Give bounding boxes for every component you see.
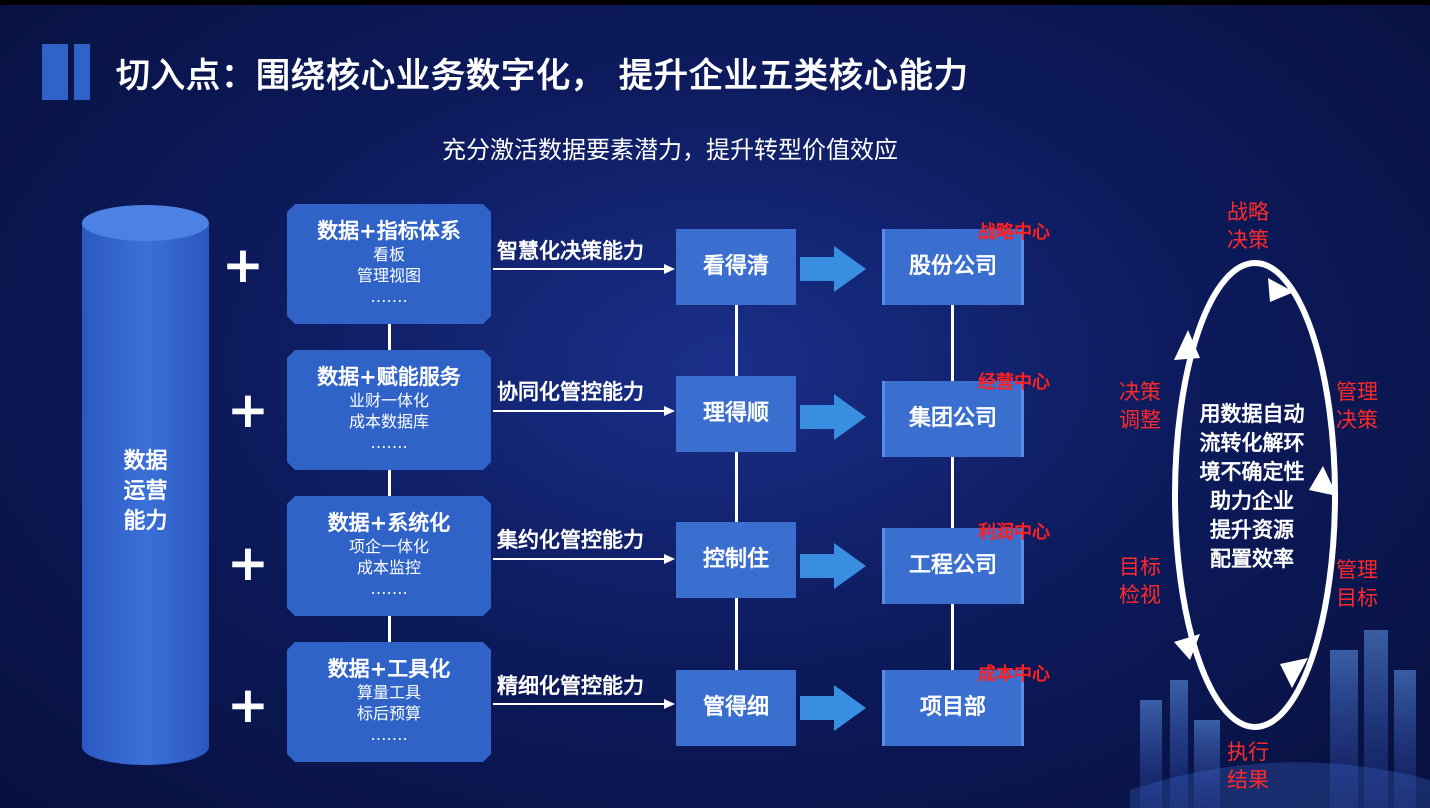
- cycle-label-line: 决策: [1227, 228, 1269, 252]
- center-tag: 利润中心: [978, 522, 1050, 543]
- center-tag: 经营中心: [978, 372, 1050, 393]
- cycle-label-execution-result: 执行 结果: [1218, 738, 1278, 794]
- cycle-label-decision-adjust: 决策 调整: [1110, 378, 1170, 434]
- cycle-center-line: 助力企业: [1210, 489, 1294, 513]
- card-line: …….: [370, 287, 408, 306]
- card-line: …….: [370, 579, 408, 598]
- data-card-indicator-system: 数据+指标体系 看板 管理视图 …….: [287, 204, 491, 324]
- cycle-label-line: 决策: [1119, 380, 1161, 404]
- capability-label: 集约化管控能力: [497, 528, 644, 552]
- cycle-center-line: 配置效率: [1210, 547, 1294, 571]
- plus-sign: +: [227, 534, 269, 592]
- company-box: 集团公司: [882, 381, 1024, 457]
- cycle-label-line: 目标: [1336, 586, 1378, 610]
- data-card-systemization: 数据+系统化 项企一体化 成本监控 …….: [287, 496, 491, 616]
- cycle-label-management-goal: 管理 目标: [1327, 556, 1387, 612]
- cylinder-label-line: 能力: [123, 509, 168, 534]
- company-connector: [951, 457, 954, 528]
- cycle-label-line: 决策: [1336, 408, 1378, 432]
- capability-label: 协同化管控能力: [497, 380, 644, 404]
- page-title: 切入点：围绕核心业务数字化， 提升企业五类核心能力: [116, 56, 969, 96]
- cylinder-label-line: 数据: [123, 449, 168, 474]
- card-line: 算量工具: [356, 683, 421, 702]
- data-operation-cylinder: [82, 205, 209, 765]
- cycle-label-strategy-decision: 战略 决策: [1218, 198, 1278, 254]
- title-accent-bars: [42, 44, 90, 100]
- card-line: 成本监控: [356, 558, 421, 577]
- capability-label: 智慧化决策能力: [497, 239, 644, 263]
- capability-label: 精细化管控能力: [497, 674, 644, 698]
- company-connector: [951, 305, 954, 381]
- company-connector: [951, 604, 954, 670]
- cycle-label-line: 结果: [1227, 768, 1269, 792]
- flow-arrow-line: [493, 703, 668, 705]
- flow-arrow-head: [664, 264, 675, 274]
- cycle-label-management-decision: 管理 决策: [1327, 378, 1387, 434]
- top-border: [0, 0, 1430, 5]
- cycle-center-text: 用数据自动 流转化解环 境不确定性 助力企业 提升资源 配置效率: [1182, 400, 1322, 574]
- cycle-label-line: 战略: [1227, 200, 1269, 224]
- outcome-box: 看得清: [676, 229, 796, 305]
- outcome-connector: [735, 305, 738, 376]
- cycle-label-line: 管理: [1336, 380, 1378, 404]
- cycle-label-line: 调整: [1119, 408, 1161, 432]
- flow-arrow-line: [493, 410, 668, 412]
- card-line: 项企一体化: [348, 537, 429, 556]
- card-connector: [388, 470, 391, 500]
- company-box: 股份公司: [882, 229, 1024, 305]
- page-subtitle: 充分激活数据要素潜力，提升转型价值效应: [442, 136, 898, 164]
- data-card-tooling: 数据+工具化 算量工具 标后预算 …….: [287, 642, 491, 762]
- company-box: 工程公司: [882, 528, 1024, 604]
- company-box: 项目部: [882, 670, 1024, 746]
- center-tag: 战略中心: [978, 222, 1050, 243]
- flow-arrow-line: [493, 268, 668, 270]
- flow-arrow-line: [493, 558, 668, 560]
- outcome-box: 控制住: [676, 522, 796, 598]
- card-line: 业财一体化: [348, 391, 429, 410]
- cycle-label-goal-review: 目标 检视: [1110, 553, 1170, 609]
- big-arrow-icon: [800, 246, 866, 292]
- big-arrow-icon: [800, 685, 866, 731]
- card-heading: 数据+工具化: [327, 657, 451, 681]
- card-heading: 数据+系统化: [327, 511, 451, 535]
- card-heading: 数据+指标体系: [317, 219, 461, 243]
- cylinder-label: 数据 运营 能力: [82, 447, 209, 537]
- card-line: …….: [370, 433, 408, 452]
- cycle-center-line: 境不确定性: [1199, 460, 1305, 484]
- plus-sign: +: [227, 676, 269, 734]
- card-line: 看板: [372, 245, 405, 264]
- cylinder-label-line: 运营: [123, 479, 168, 504]
- cycle-center-line: 提升资源: [1210, 518, 1294, 542]
- card-line: 成本数据库: [348, 412, 429, 431]
- plus-sign: +: [222, 236, 264, 294]
- cycle-center-line: 用数据自动: [1199, 402, 1305, 426]
- outcome-box: 管得细: [676, 670, 796, 746]
- outcome-connector: [735, 598, 738, 670]
- city-skyline-decoration: [1130, 630, 1430, 808]
- outcome-box: 理得顺: [676, 376, 796, 452]
- management-cycle-loop: [1172, 260, 1338, 730]
- card-connector: [388, 616, 391, 646]
- big-arrow-icon: [800, 394, 866, 440]
- card-line: 标后预算: [356, 704, 421, 723]
- card-line: …….: [370, 725, 408, 744]
- card-connector: [388, 324, 391, 354]
- cycle-label-line: 执行: [1227, 740, 1269, 764]
- data-card-enabling-service: 数据+赋能服务 业财一体化 成本数据库 …….: [287, 350, 491, 470]
- outcome-connector: [735, 452, 738, 522]
- card-line: 管理视图: [356, 266, 421, 285]
- flow-arrow-head: [664, 406, 675, 416]
- center-tag: 成本中心: [978, 664, 1050, 685]
- cycle-label-line: 管理: [1336, 558, 1378, 582]
- big-arrow-icon: [800, 543, 866, 589]
- cycle-center-line: 流转化解环: [1199, 431, 1305, 455]
- card-heading: 数据+赋能服务: [317, 365, 461, 389]
- cycle-label-line: 检视: [1119, 583, 1161, 607]
- cycle-label-line: 目标: [1119, 555, 1161, 579]
- flow-arrow-head: [664, 554, 675, 564]
- plus-sign: +: [227, 381, 269, 439]
- flow-arrow-head: [664, 699, 675, 709]
